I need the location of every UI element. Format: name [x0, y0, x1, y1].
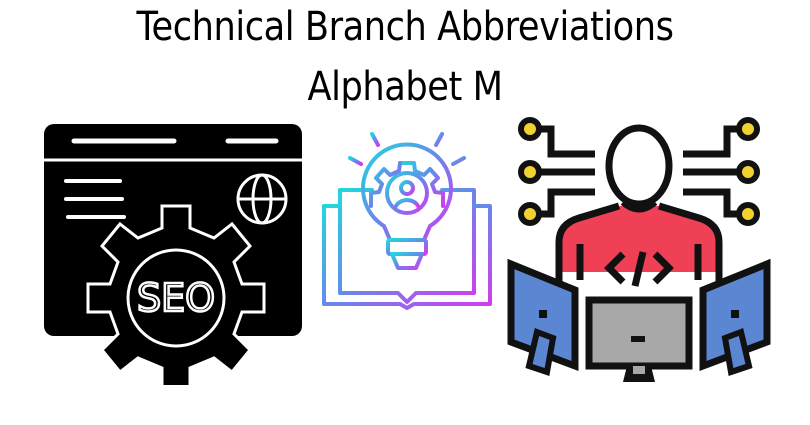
monitor-left-icon [507, 258, 579, 376]
monitor-center-icon [585, 296, 693, 382]
code-icon [604, 251, 674, 287]
title-line-2: Alphabet M [307, 64, 503, 110]
gear-icon: SEO [86, 204, 266, 392]
developer-monitors-icon [503, 114, 775, 382]
title-line-1: Technical Branch Abbreviations [136, 4, 674, 50]
monitor-right-icon [699, 258, 771, 376]
svg-text:SEO: SEO [137, 276, 215, 320]
lightbulb-book-gear-icon [316, 118, 498, 313]
seo-browser-gear-icon: SEO [38, 120, 308, 392]
globe-icon [236, 173, 288, 225]
